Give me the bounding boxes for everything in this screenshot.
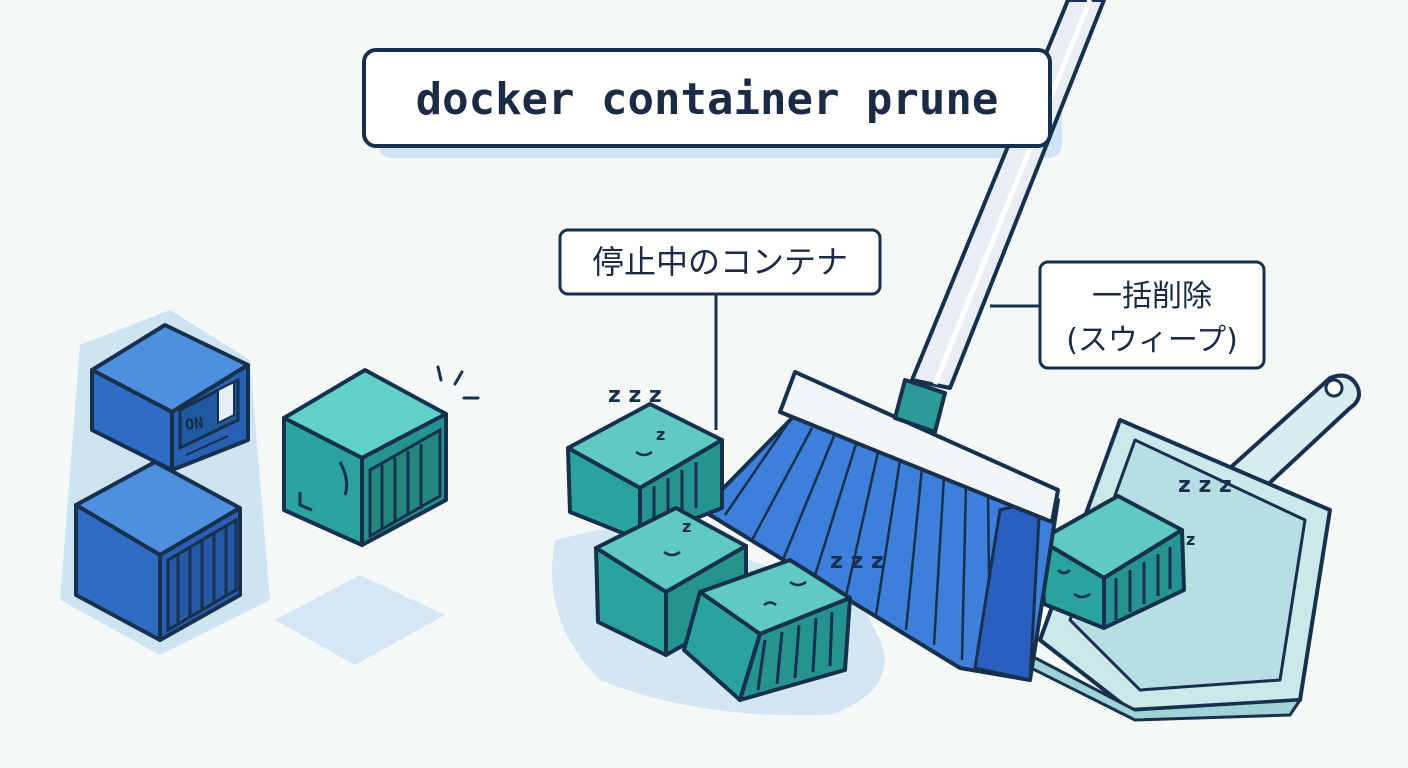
broom-handle	[910, 0, 1106, 390]
running-container-top: ON	[90, 323, 250, 472]
power-switch: ON	[178, 377, 240, 451]
stopped-container-left	[282, 365, 480, 547]
sleep-mark: z z z	[1178, 473, 1232, 498]
sleep-mark: z z z	[608, 383, 662, 408]
stopped-container-pile-1: z z z z	[566, 383, 724, 542]
callout-stopped: 停止中のコンテナ	[558, 228, 882, 430]
switch-label: ON	[184, 414, 204, 434]
sleep-mark: z	[1186, 530, 1195, 549]
sleep-mark: z	[682, 517, 691, 536]
broom-head: z z z	[700, 370, 1060, 682]
running-container-bottom	[74, 460, 242, 642]
floor-shadow	[275, 575, 445, 665]
command-box: docker container prune	[362, 48, 1052, 148]
command-text: docker container prune	[416, 74, 999, 125]
sleep-mark: z z z	[830, 549, 884, 574]
callout-bulk-line1: 一括削除	[1092, 279, 1212, 314]
impact-lines	[436, 365, 480, 400]
stopped-container-pile-3	[682, 558, 852, 702]
callout-stopped-text: 停止中のコンテナ	[592, 243, 848, 281]
callout-bulk-line2: (スウィープ)	[1066, 323, 1238, 358]
sleep-mark: z	[656, 425, 665, 444]
callout-bulk-delete: 一括削除 (スウィープ)	[990, 260, 1266, 370]
stopped-container-dustpan: z z z z	[1038, 473, 1232, 630]
